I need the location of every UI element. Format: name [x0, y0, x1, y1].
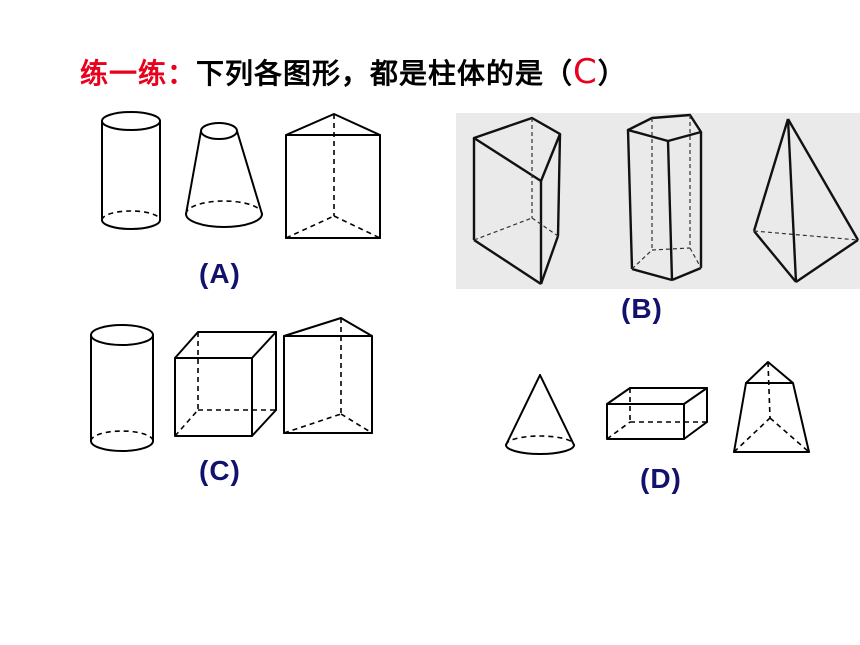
option-c-label: (C) — [199, 455, 241, 486]
option-b-triangular-prism — [472, 116, 562, 286]
option-c-cylinder — [90, 324, 154, 452]
option-b-label: (B) — [621, 293, 663, 324]
question-text: 练一练：下列各图形，都是柱体的是（C） — [80, 52, 627, 92]
option-d-cuboid — [606, 387, 708, 440]
option-a-frustum — [185, 122, 263, 228]
option-a-triangular-prism — [285, 113, 381, 239]
option-b-triangular-pyramid — [752, 118, 860, 283]
option-d-cone — [505, 374, 575, 455]
option-c-cube — [174, 331, 277, 437]
option-a-label: (A) — [199, 258, 241, 289]
option-b-pentagonal-prism — [626, 113, 703, 282]
option-d-frustum — [733, 361, 810, 453]
option-d-label: (D) — [640, 463, 682, 494]
question-prefix: 练一练： — [80, 57, 197, 90]
option-c-triangular-prism — [283, 317, 373, 434]
option-a-cylinder — [101, 111, 161, 230]
question-body: 下列各图形，都是柱体的是（ — [196, 57, 574, 90]
question-suffix: ） — [597, 57, 627, 90]
answer-text: C — [573, 52, 598, 92]
